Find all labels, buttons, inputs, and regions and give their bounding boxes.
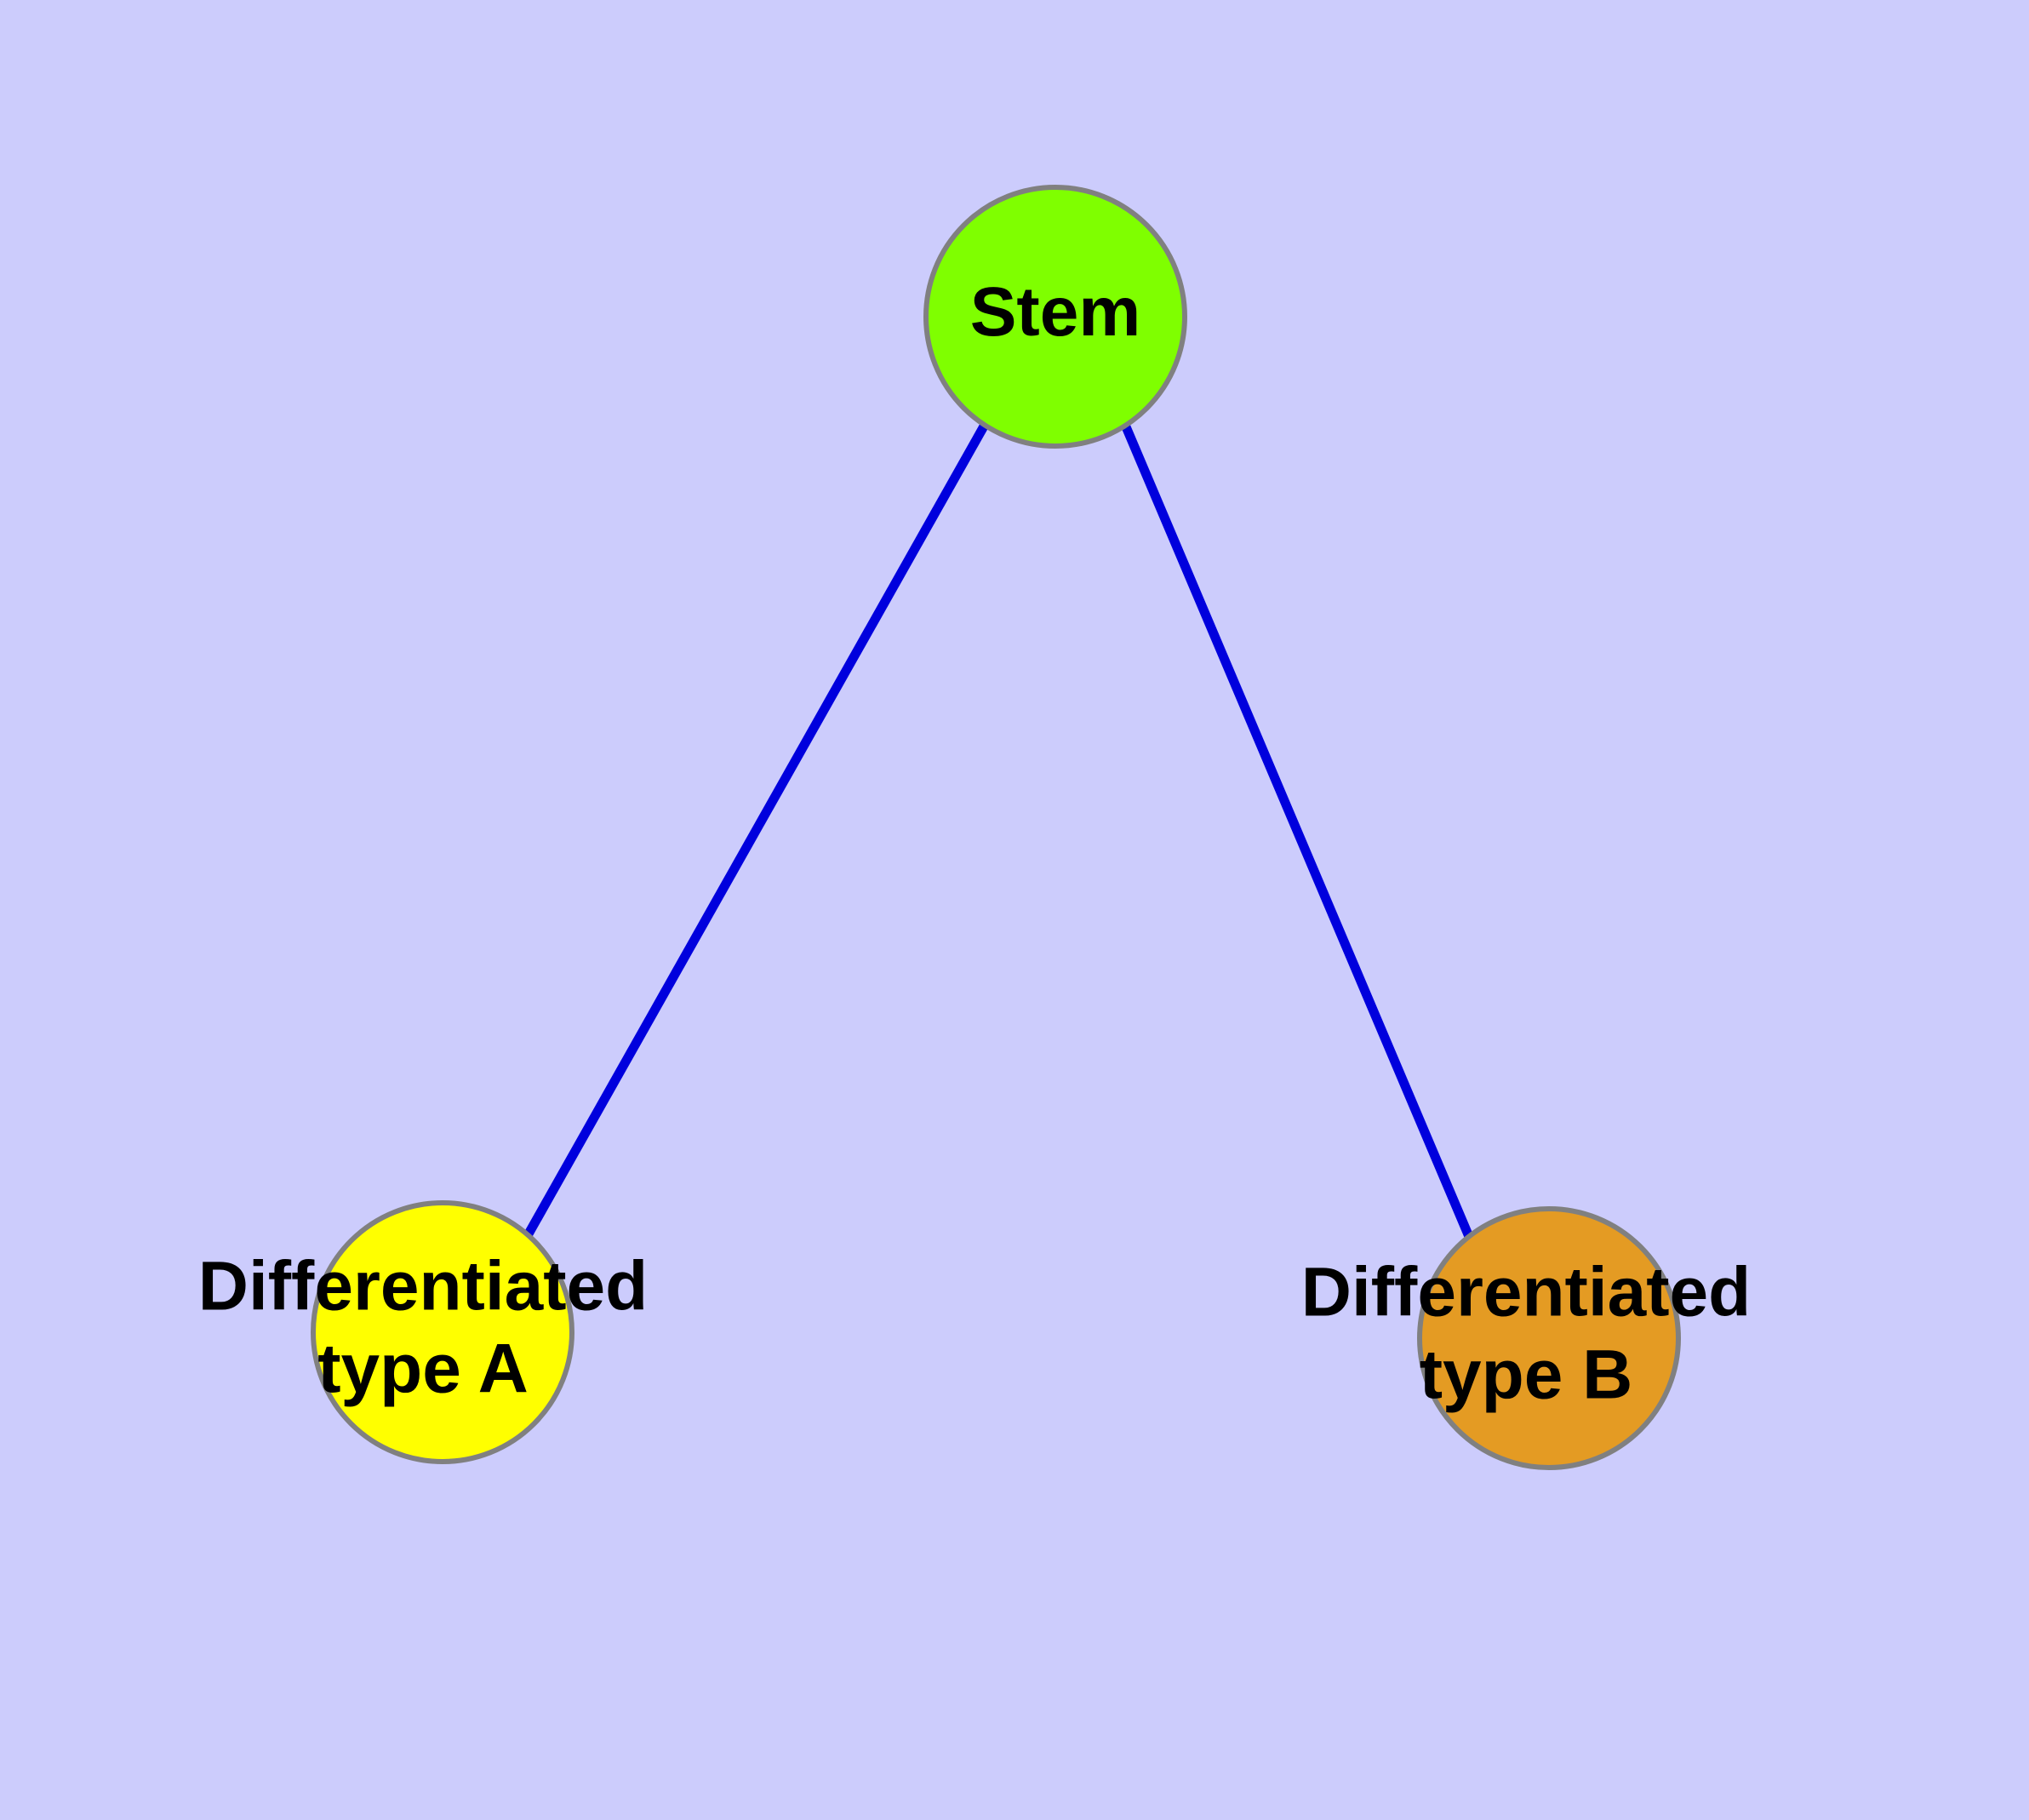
node-label-line: Differentiated	[1301, 1253, 1752, 1331]
edge-stem-to-differentiated-type-b[interactable]	[1120, 422, 1475, 1241]
node-layer	[311, 185, 1681, 1470]
node-label-line: Differentiated	[198, 1247, 649, 1325]
node-label-line: type B	[1420, 1336, 1633, 1413]
node-stem[interactable]	[923, 185, 1187, 449]
node-differentiated-type-a[interactable]	[311, 1200, 574, 1464]
node-label-stem: Stem	[970, 273, 1141, 351]
node-differentiated-type-b[interactable]	[1417, 1206, 1681, 1470]
edge-stem-to-differentiated-type-a[interactable]	[523, 422, 989, 1239]
node-label-line: Stem	[970, 273, 1141, 351]
node-label-line: type A	[317, 1330, 529, 1407]
edge-layer	[523, 422, 1475, 1241]
